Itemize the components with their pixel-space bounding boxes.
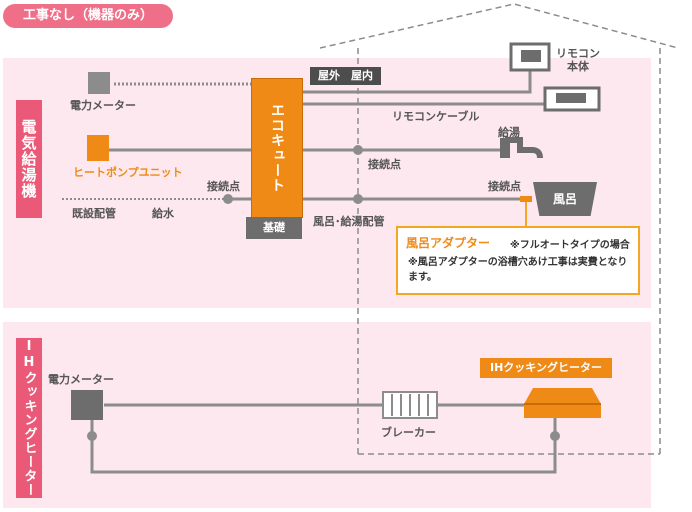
bath-adapter-mark xyxy=(520,196,532,202)
ih-section-label: IHクッキングヒーター xyxy=(16,338,42,498)
ih-heater-label: IHクッキングヒーター xyxy=(480,358,612,378)
remote-body-label: リモコン 本体 xyxy=(556,47,600,73)
connection-point-label-3: 接続点 xyxy=(488,180,521,193)
bath-adapter-title: 風呂アダプター xyxy=(406,236,491,250)
ecocute-section-label: 電気給湯機 xyxy=(16,100,42,218)
bath-tub: 風呂 xyxy=(533,182,597,216)
power-meter-icon xyxy=(88,72,110,94)
page-title: 工事なし（機器のみ） xyxy=(3,4,173,28)
heatpump-label: ヒートポンプユニット xyxy=(73,166,183,179)
power-meter-label: 電力メーター xyxy=(70,99,136,112)
ih-power-meter-label: 電力メーター xyxy=(48,373,114,386)
bath-adapter-callout: 風呂アダプター ※フルオートタイプの場合 ※風呂アダプターの浴槽穴あけ工事は実費… xyxy=(396,226,640,295)
connection-point-label-1: 接続点 xyxy=(368,158,401,171)
connection-point-dot-2 xyxy=(223,194,233,204)
water-supply-label: 給水 xyxy=(152,207,174,220)
bath-pipe-label: 風呂･給湯配管 xyxy=(313,215,385,228)
faucet-icon xyxy=(505,137,543,159)
ih-power-meter-icon xyxy=(71,390,103,420)
full-auto-note: ※フルオートタイプの場合 xyxy=(510,240,630,251)
connection-point-dot-3 xyxy=(353,194,363,204)
ecocute-unit: エコキュート xyxy=(251,78,303,218)
ih-connection-dot-1 xyxy=(87,431,97,441)
existing-pipe-label: 既設配管 xyxy=(72,207,116,220)
remote-cable-line xyxy=(301,70,532,94)
ih-wiring-line xyxy=(90,405,557,474)
bath-adapter-note: ※風呂アダプターの浴槽穴あけ工事は実費となります。 xyxy=(408,257,628,283)
outdoor-indoor-label: 屋外 屋内 xyxy=(310,67,381,85)
heatpump-icon xyxy=(87,135,109,161)
base-label: 基礎 xyxy=(246,217,302,239)
hot-water-label: 給湯 xyxy=(498,126,520,139)
connection-point-dot-1 xyxy=(353,145,363,155)
connection-point-label-2: 接続点 xyxy=(207,180,240,193)
breaker-label: ブレーカー xyxy=(381,426,436,439)
remote-cable-label: リモコンケーブル xyxy=(392,110,480,123)
ih-connection-dot-2 xyxy=(550,431,560,441)
house-roof xyxy=(319,3,679,49)
